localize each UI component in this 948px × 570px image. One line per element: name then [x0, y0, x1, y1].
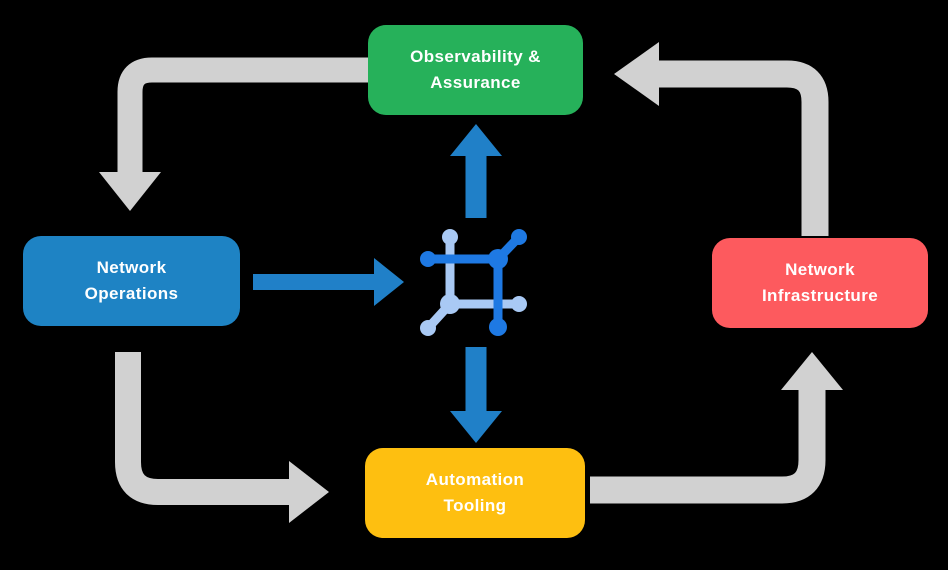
network-hub-icon	[420, 229, 527, 336]
node-automation-tooling-label: Automation Tooling	[425, 469, 525, 515]
node-network-operations: Network Operations	[23, 236, 240, 326]
node-network-infrastructure-label: Network Infrastructure	[761, 259, 879, 305]
node-automation-tooling: Automation Tooling	[365, 448, 585, 538]
arrow-infrastructure-to-observability	[614, 42, 829, 236]
node-network-operations-label: Network Operations	[84, 257, 179, 303]
arrow-automation-to-infrastructure	[590, 352, 843, 504]
node-observability-assurance: Observability & Assurance	[368, 25, 583, 115]
arrow-observability-to-operations	[99, 57, 368, 211]
node-network-infrastructure: Network Infrastructure	[712, 238, 928, 328]
node-observability-assurance-label: Observability & Assurance	[410, 46, 541, 92]
arrow-hub-to-observability	[450, 124, 502, 218]
arrow-hub-to-automation	[450, 347, 502, 443]
arrow-operations-to-automation	[115, 352, 329, 523]
arrow-operations-to-hub	[253, 258, 404, 306]
